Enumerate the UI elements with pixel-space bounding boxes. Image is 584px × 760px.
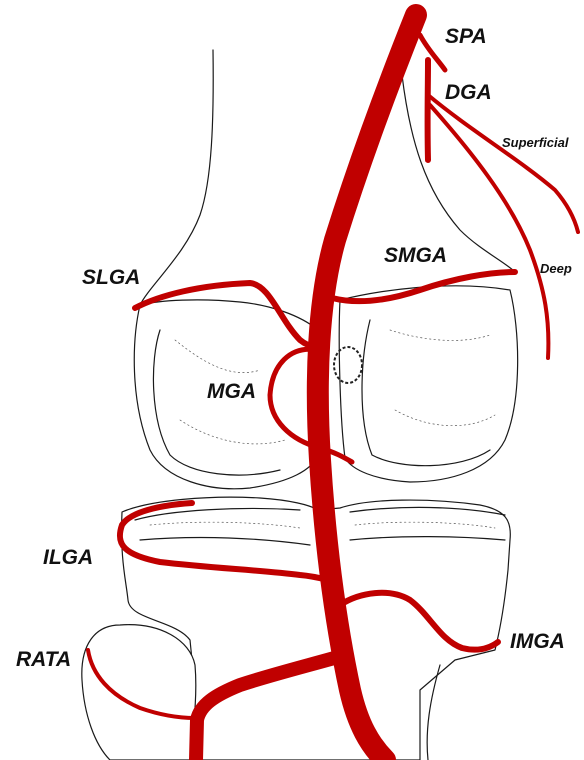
- label-mga: MGA: [207, 381, 256, 402]
- superficial-branch: [428, 95, 578, 232]
- superior-popliteal-branch: [420, 35, 445, 70]
- medial-femoral-condyle: [339, 286, 517, 482]
- label-smga: SMGA: [384, 245, 447, 266]
- fibula-head: [82, 625, 196, 760]
- label-superficial: Superficial: [502, 136, 568, 149]
- label-deep: Deep: [540, 262, 572, 275]
- label-imga: IMGA: [510, 631, 565, 652]
- label-dga: DGA: [445, 82, 492, 103]
- label-slga: SLGA: [82, 267, 140, 288]
- label-rata: RATA: [16, 649, 71, 670]
- label-spa: SPA: [445, 26, 487, 47]
- label-ilga: ILGA: [43, 547, 93, 568]
